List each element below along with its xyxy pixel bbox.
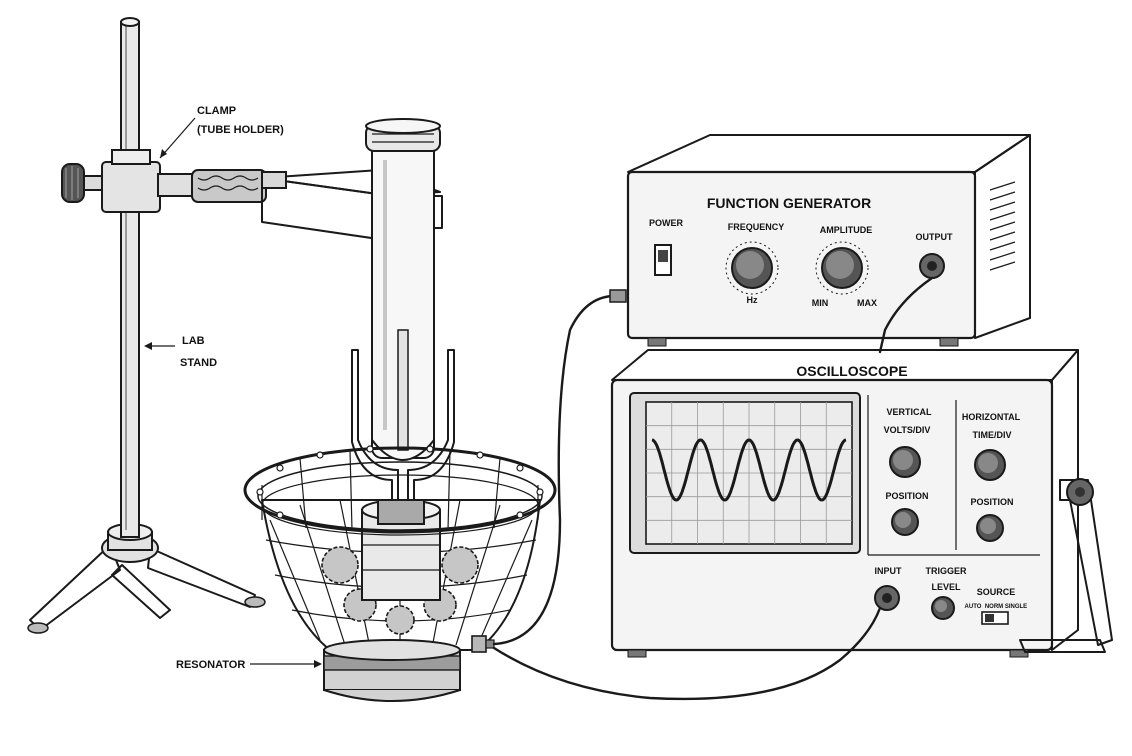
gear-cluster bbox=[321, 546, 479, 635]
cables bbox=[492, 276, 934, 701]
stand-label: STAND bbox=[180, 357, 217, 369]
power-label: POWER bbox=[649, 218, 684, 228]
frequency-label: FREQUENCY bbox=[728, 222, 785, 232]
trigger-label: TRIGGER bbox=[925, 566, 967, 576]
output-cable bbox=[878, 276, 934, 354]
input-label: INPUT bbox=[875, 566, 903, 576]
max-label: MAX bbox=[857, 298, 877, 308]
resonator-to-input-cable bbox=[492, 606, 882, 701]
waveform-trace bbox=[651, 438, 847, 502]
vertical-position-label: POSITION bbox=[885, 491, 928, 501]
vertical-label: VERTICAL bbox=[887, 407, 933, 417]
callouts: CLAMP (TUBE HOLDER) LAB STAND RESONATOR bbox=[144, 105, 322, 671]
horizontal-label: HORIZONTAL bbox=[962, 412, 1021, 422]
clamp-label: CLAMP bbox=[197, 105, 236, 117]
oscilloscope: OSCILLOSCOPE VERTICAL VOLTS/DIV POSITION… bbox=[610, 349, 1113, 658]
single-label: SINGLE bbox=[1005, 604, 1027, 610]
volts-div-label: VOLTS/DIV bbox=[884, 425, 931, 435]
tube-clamp bbox=[61, 149, 443, 241]
resonator-label: RESONATOR bbox=[176, 659, 245, 671]
time-div-label: TIME/DIV bbox=[972, 430, 1011, 440]
function-generator-title: FUNCTION GENERATOR bbox=[707, 195, 871, 211]
test-tube bbox=[365, 118, 441, 461]
tuning-fork bbox=[351, 329, 455, 511]
horizontal-position-label: POSITION bbox=[970, 497, 1013, 507]
level-label: LEVEL bbox=[931, 582, 961, 592]
amplitude-label: AMPLITUDE bbox=[820, 225, 873, 235]
resonator bbox=[243, 445, 557, 702]
source-label: SOURCE bbox=[977, 587, 1016, 597]
clamp-sub-label: (TUBE HOLDER) bbox=[197, 124, 284, 136]
norm-label: NORM bbox=[985, 604, 1003, 610]
function-generator: FUNCTION GENERATOR POWER FREQUENCY Hz AM… bbox=[626, 134, 1031, 347]
output-label: OUTPUT bbox=[916, 232, 954, 242]
auto-label: AUTO bbox=[965, 604, 982, 610]
min-label: MIN bbox=[812, 298, 829, 308]
hz-label: Hz bbox=[747, 295, 758, 305]
oscilloscope-title: OSCILLOSCOPE bbox=[796, 363, 907, 379]
resonator-to-generator-cable bbox=[492, 294, 614, 646]
lab-label: LAB bbox=[182, 335, 205, 347]
